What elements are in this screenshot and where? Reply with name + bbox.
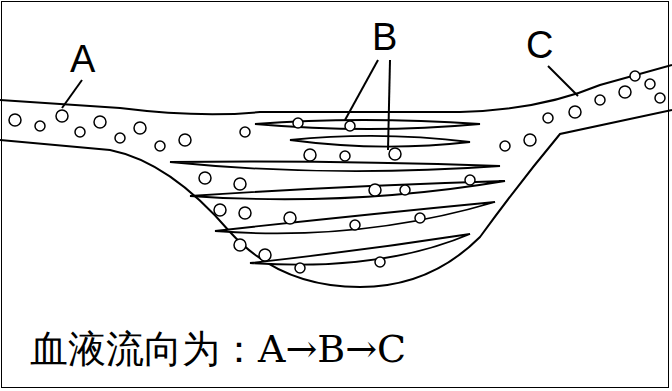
tissue-island: [250, 234, 470, 265]
callout-letter: B: [372, 18, 397, 56]
leader-lines: [62, 60, 578, 150]
tissue-island: [170, 162, 500, 172]
leader-line: [345, 60, 378, 120]
callout-letter: A: [70, 40, 95, 78]
leader-line: [548, 66, 578, 96]
leader-line: [388, 60, 390, 150]
vessel-wall: [0, 110, 672, 287]
tissue-island: [215, 202, 495, 233]
callout-letter: C: [526, 26, 553, 64]
tissue-island: [255, 120, 480, 129]
caption: 血液流向为：A→B→C: [30, 330, 406, 368]
tissue-island: [290, 136, 470, 147]
leader-line: [62, 80, 82, 108]
blood-cells: [9, 71, 665, 273]
